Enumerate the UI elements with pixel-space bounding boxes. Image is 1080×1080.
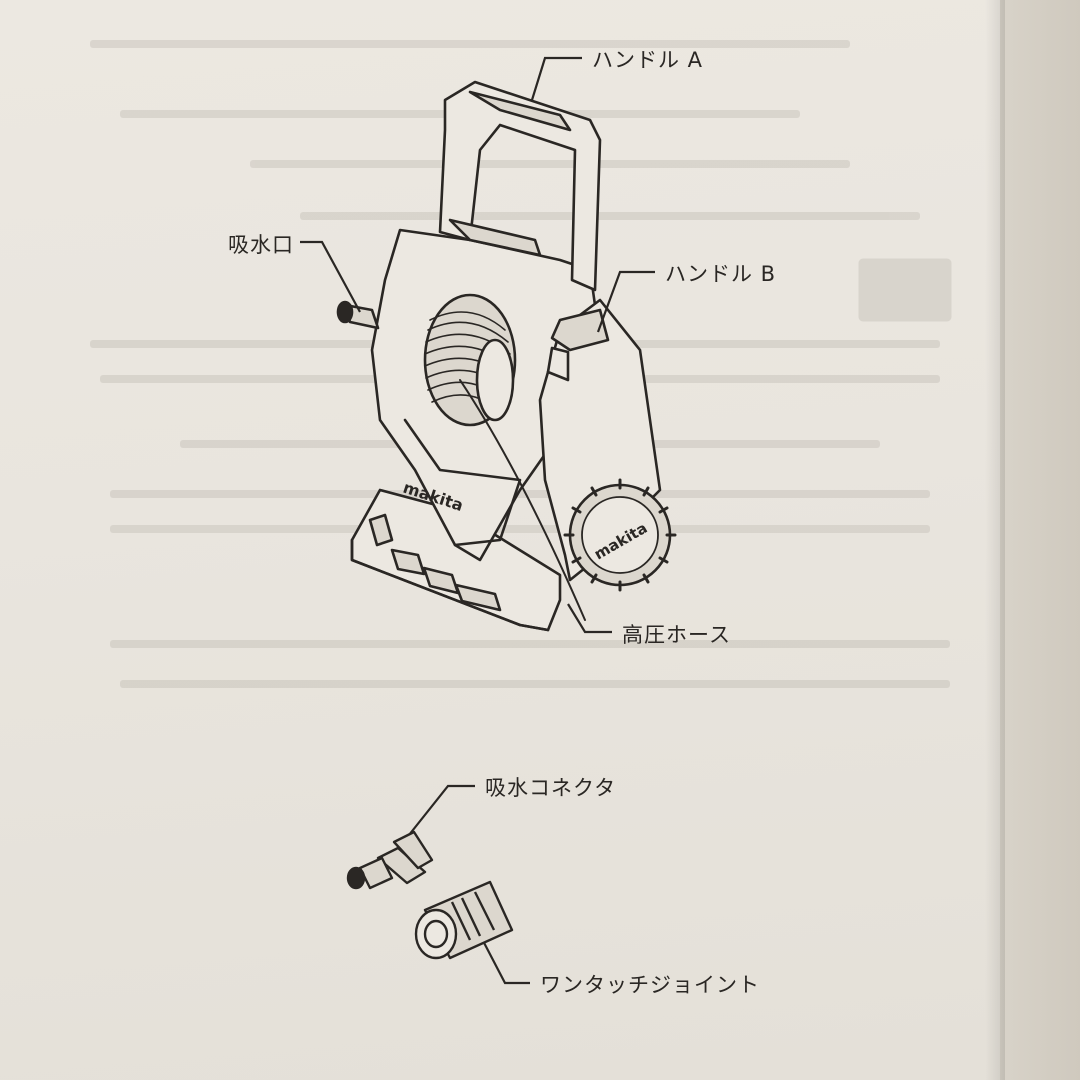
page-fold-shadow xyxy=(985,0,1005,1080)
leader-lines xyxy=(300,56,655,985)
label-handle-b: ハンドル B xyxy=(665,262,777,286)
label-one-touch-joint: ワンタッチジョイント xyxy=(540,973,760,997)
adjacent-page xyxy=(1000,0,1080,1080)
intake-connector-illustration xyxy=(346,830,434,890)
leader-handle-b xyxy=(596,270,655,333)
leader-handle-a xyxy=(530,56,582,101)
one-touch-joint-illustration xyxy=(414,880,514,960)
label-handle-a: ハンドル A xyxy=(592,48,704,72)
label-intake: 吸水口 xyxy=(228,233,294,257)
leader-intake-connector xyxy=(404,784,475,841)
leader-one-touch-joint xyxy=(479,934,530,985)
label-intake-connector: 吸水コネクタ xyxy=(485,776,617,800)
leader-hose xyxy=(567,603,612,634)
manual-page xyxy=(0,0,1030,1080)
pressure-washer-illustration xyxy=(336,80,677,632)
leader-intake xyxy=(300,240,361,313)
label-high-pressure-hose: 高圧ホース xyxy=(622,623,731,647)
